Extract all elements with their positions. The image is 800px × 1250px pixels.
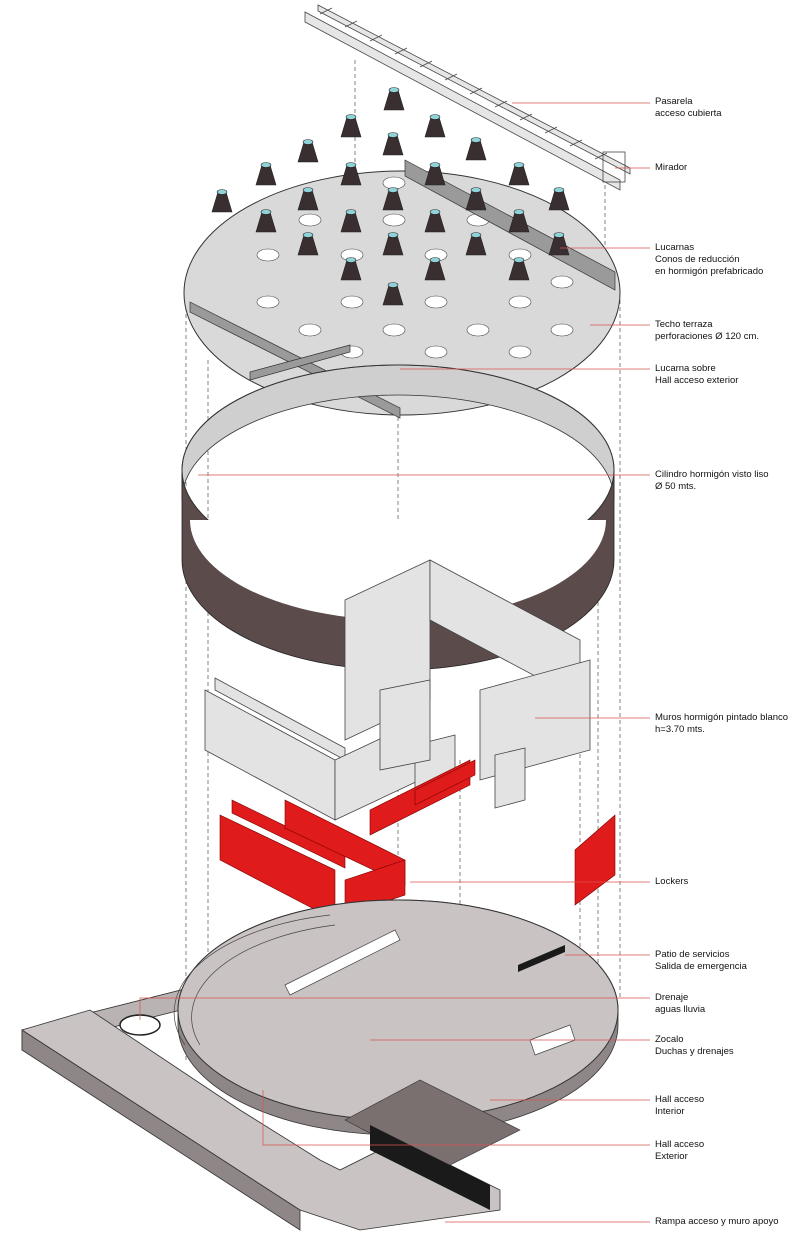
label-pasarela: Pasarela acceso cubierta xyxy=(655,96,722,120)
label-hall-exterior-line2: Exterior xyxy=(655,1151,688,1162)
label-hall-interior-line2: Interior xyxy=(655,1106,685,1117)
label-muros-line2: h=3.70 mts. xyxy=(655,724,705,735)
label-pasarela-line2: acceso cubierta xyxy=(655,108,722,119)
label-zocalo-line1: Zocalo xyxy=(655,1034,684,1045)
label-drenaje: Drenaje aguas lluvia xyxy=(655,992,705,1016)
label-lockers: Lockers xyxy=(655,876,688,888)
label-pasarela-line1: Pasarela xyxy=(655,96,693,107)
label-lucarnas: Lucarnas Conos de reducción en hormigón … xyxy=(655,242,763,278)
label-zocalo-line2: Duchas y drenajes xyxy=(655,1046,734,1057)
label-lucarna-hall-line2: Hall acceso exterior xyxy=(655,375,739,386)
label-lucarna-hall: Lucarna sobre Hall acceso exterior xyxy=(655,363,738,387)
label-drenaje-line2: aguas lluvia xyxy=(655,1004,706,1015)
label-cilindro: Cilindro hormigón visto liso Ø 50 mts. xyxy=(655,469,769,493)
label-rampa: Rampa acceso y muro apoyo xyxy=(655,1216,779,1228)
label-muros: Muros hormigón pintado blanco h=3.70 mts… xyxy=(655,712,788,736)
label-lucarnas-line1: Lucarnas xyxy=(655,242,695,253)
leader-lines xyxy=(139,102,650,1223)
label-hall-exterior-line1: Hall acceso xyxy=(655,1139,705,1150)
label-drenaje-line1: Drenaje xyxy=(655,992,689,1003)
label-hall-exterior: Hall acceso Exterior xyxy=(655,1139,704,1163)
label-hall-interior: Hall acceso Interior xyxy=(655,1094,704,1118)
label-lucarnas-line3: en hormigón prefabricado xyxy=(655,266,764,277)
label-lucarna-hall-line1: Lucarna sobre xyxy=(655,363,716,374)
label-techo-line2: perforaciones Ø 120 cm. xyxy=(655,331,760,342)
label-cilindro-line1: Cilindro hormigón visto liso xyxy=(655,469,769,480)
walkway-truss xyxy=(304,4,631,191)
label-lucarnas-line2: Conos de reducción xyxy=(655,254,740,265)
label-patio-line1: Patio de servicios xyxy=(655,949,730,960)
label-mirador-line1: Mirador xyxy=(655,162,688,173)
label-zocalo: Zocalo Duchas y drenajes xyxy=(655,1034,734,1058)
label-techo: Techo terraza perforaciones Ø 120 cm. xyxy=(655,319,759,343)
white-walls xyxy=(204,559,591,821)
label-mirador: Mirador xyxy=(655,162,687,174)
skylight-cones xyxy=(211,87,570,306)
label-patio-line2: Salida de emergencia xyxy=(655,961,747,972)
lockers xyxy=(219,759,616,921)
label-muros-line1: Muros hormigón pintado blanco xyxy=(655,712,789,723)
mirador-frame xyxy=(602,151,626,183)
label-techo-line1: Techo terraza xyxy=(655,319,713,330)
label-patio: Patio de servicios Salida de emergencia xyxy=(655,949,747,973)
label-hall-interior-line1: Hall acceso xyxy=(655,1094,705,1105)
base-plinth xyxy=(21,899,619,1231)
label-cilindro-line2: Ø 50 mts. xyxy=(655,481,697,492)
label-lockers-line1: Lockers xyxy=(655,876,689,887)
label-rampa-line1: Rampa acceso y muro apoyo xyxy=(655,1216,779,1227)
